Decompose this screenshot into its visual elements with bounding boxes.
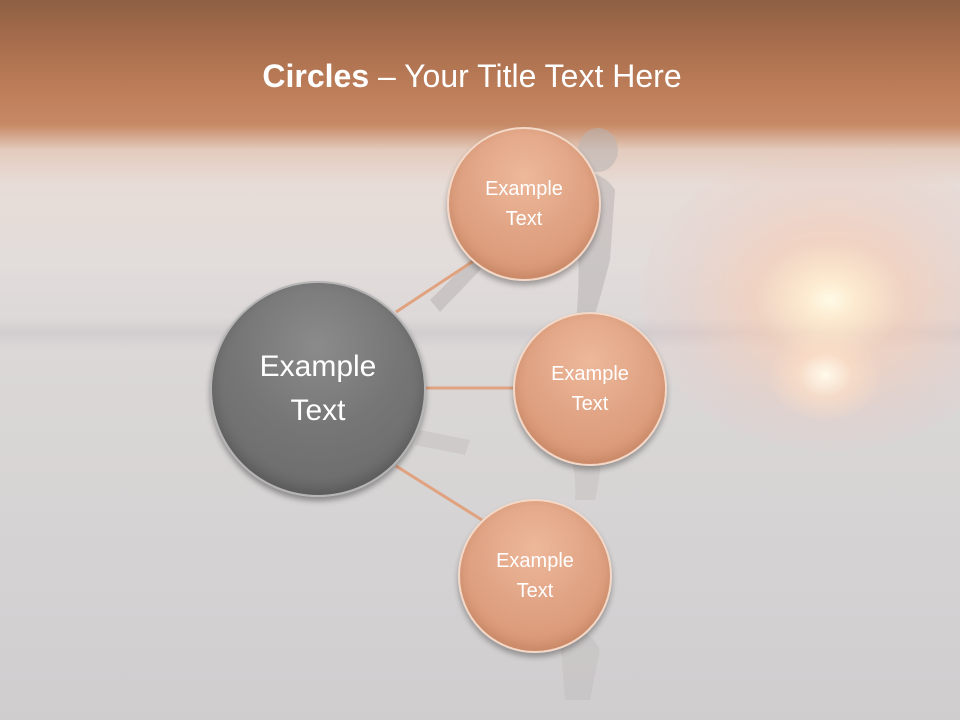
sun-reflection xyxy=(770,330,880,420)
node-1-text-line-1: Example xyxy=(485,178,563,200)
node-1-text: Example Text xyxy=(485,174,563,234)
node-1-text-line-2: Text xyxy=(505,208,543,230)
hub-text-line-1: Example xyxy=(259,350,377,383)
node-2-text: Example Text xyxy=(551,359,629,419)
node-circle-2[interactable]: Example Text xyxy=(513,312,667,466)
slide-title: Circles – Your Title Text Here xyxy=(0,56,944,96)
hub-circle[interactable]: Example Text xyxy=(210,281,426,497)
node-2-text-line-2: Text xyxy=(571,393,609,415)
connector-hub-node-3 xyxy=(395,464,483,522)
connector-hub-node-1 xyxy=(395,256,479,314)
node-3-text: Example Text xyxy=(496,546,574,606)
node-3-text-line-2: Text xyxy=(516,580,554,602)
node-circle-3[interactable]: Example Text xyxy=(458,499,612,653)
hub-text: Example Text xyxy=(260,345,377,433)
node-2-text-line-1: Example xyxy=(551,363,629,385)
node-circle-1[interactable]: Example Text xyxy=(447,127,601,281)
title-rest: – Your Title Text Here xyxy=(369,58,682,94)
hub-text-line-2: Text xyxy=(290,394,346,427)
title-bold: Circles xyxy=(262,58,370,94)
node-3-text-line-1: Example xyxy=(496,550,574,572)
